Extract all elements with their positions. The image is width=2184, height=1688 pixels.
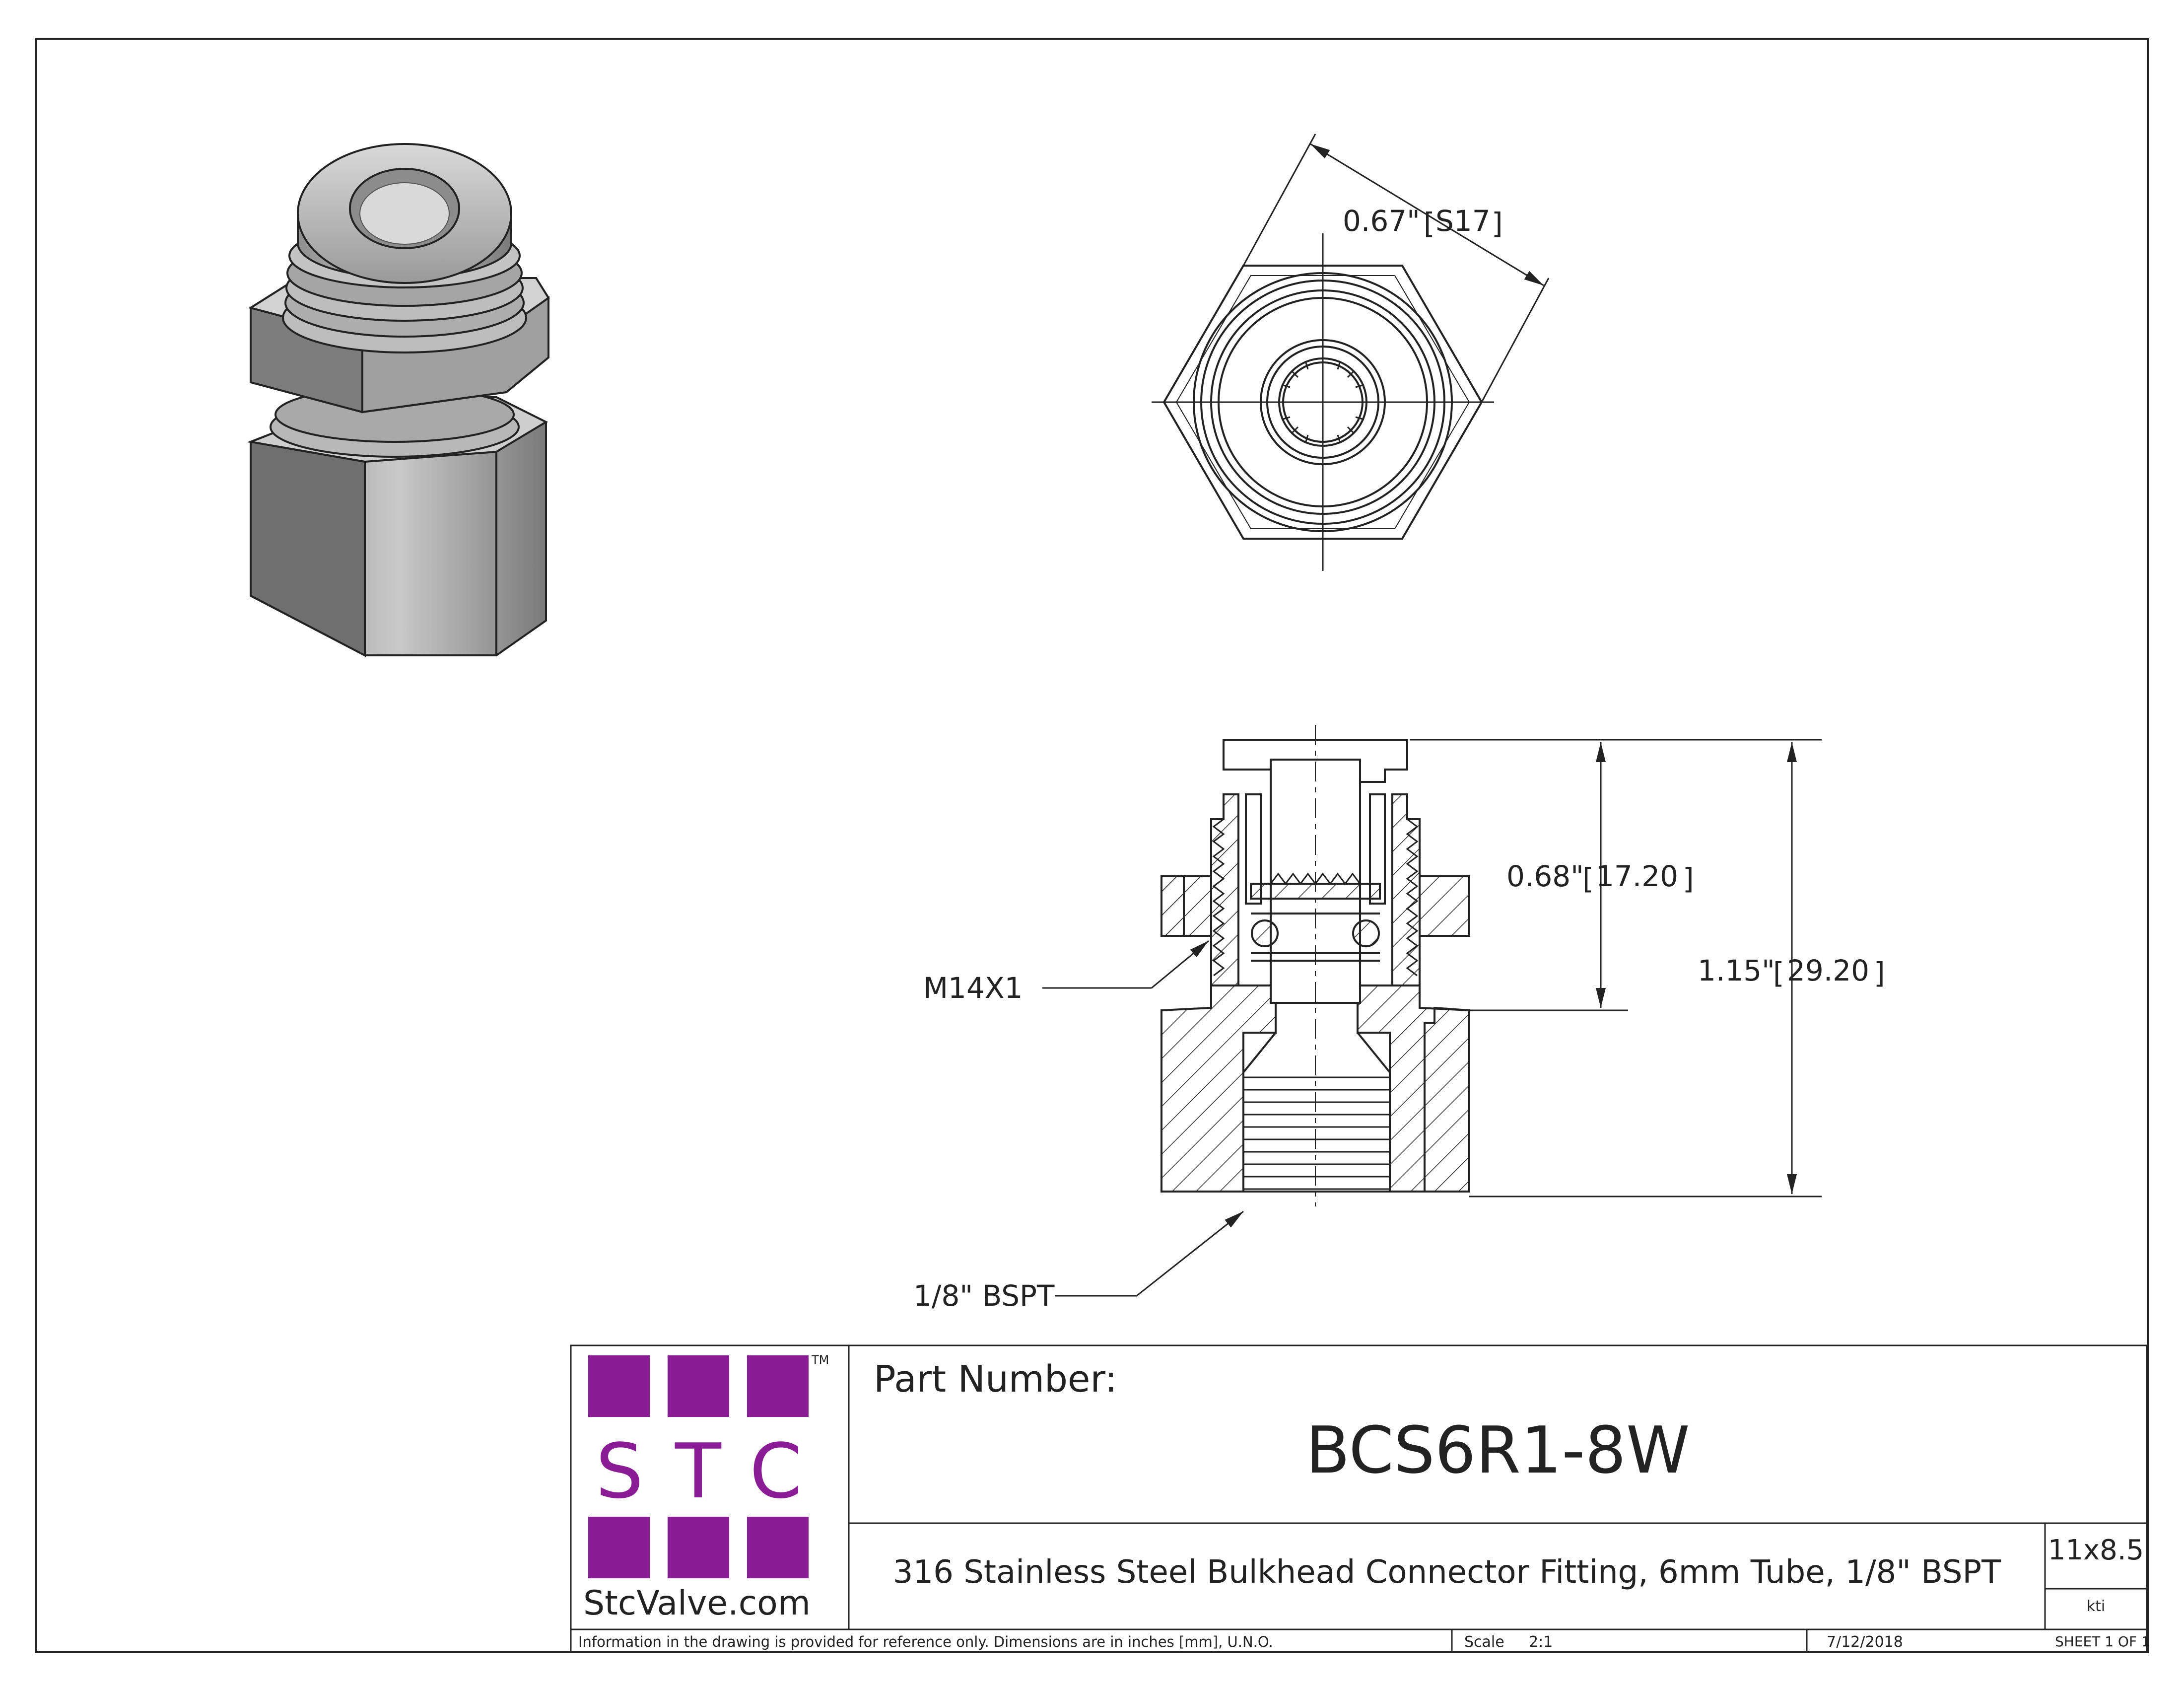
thread-lower-callout: 1/8" BSPT bbox=[913, 1279, 1055, 1313]
drawn-by: kti bbox=[2086, 1598, 2106, 1615]
stc-logo: S T C TM StcValve.com bbox=[578, 1353, 841, 1626]
sheet-number: SHEET 1 OF 1 bbox=[2055, 1633, 2150, 1650]
logo-square bbox=[668, 1355, 729, 1417]
logo-square bbox=[588, 1517, 650, 1578]
sheet-size: 11x8.5 bbox=[2048, 1534, 2144, 1566]
overall-height-mm-text: 29.20 bbox=[1787, 954, 1869, 987]
part-number: BCS6R1-8W bbox=[1305, 1412, 1690, 1488]
top-view bbox=[1152, 134, 1550, 571]
logo-letter-t: T bbox=[675, 1427, 721, 1515]
hex-width-bracket-left: [ bbox=[1424, 207, 1435, 240]
section-dimensions bbox=[1042, 739, 1822, 1297]
logo-square bbox=[747, 1517, 809, 1578]
upper-height-inch-text: 0.68" bbox=[1506, 859, 1584, 893]
upper-height-bracket-right: ] bbox=[1683, 862, 1694, 896]
logo-website: StcValve.com bbox=[583, 1584, 811, 1623]
overall-height-bracket-left: [ bbox=[1773, 956, 1784, 990]
drawing-date: 7/12/2018 bbox=[1827, 1633, 1903, 1651]
title-block-lines bbox=[570, 1344, 2148, 1653]
disclaimer-text: Information in the drawing is provided f… bbox=[578, 1633, 1273, 1650]
logo-square bbox=[588, 1355, 650, 1417]
overall-height-bracket-right: ] bbox=[1874, 956, 1885, 990]
section-view bbox=[1160, 725, 1470, 1206]
logo-trademark: TM bbox=[812, 1353, 829, 1367]
isometric-view bbox=[247, 143, 550, 657]
hex-width-bracket-right: ] bbox=[1492, 207, 1503, 240]
thread-upper-callout: M14X1 bbox=[923, 971, 1023, 1005]
part-number-label: Part Number: bbox=[874, 1358, 1117, 1401]
overall-height-inch-text: 1.15" bbox=[1698, 954, 1775, 987]
logo-letter-s: S bbox=[596, 1427, 644, 1515]
hex-width-inch-text: 0.67" bbox=[1343, 204, 1420, 238]
part-description: 316 Stainless Steel Bulkhead Connector F… bbox=[892, 1554, 2001, 1591]
hex-width-mm-text: S17 bbox=[1435, 204, 1491, 238]
scale-label: Scale bbox=[1464, 1633, 1504, 1651]
upper-height-mm-text: 17.20 bbox=[1596, 859, 1678, 893]
scale-value: 2:1 bbox=[1529, 1633, 1553, 1651]
logo-square bbox=[747, 1355, 809, 1417]
logo-square bbox=[668, 1517, 729, 1578]
upper-height-bracket-left: [ bbox=[1582, 862, 1594, 896]
logo-letter-c: C bbox=[750, 1427, 803, 1515]
